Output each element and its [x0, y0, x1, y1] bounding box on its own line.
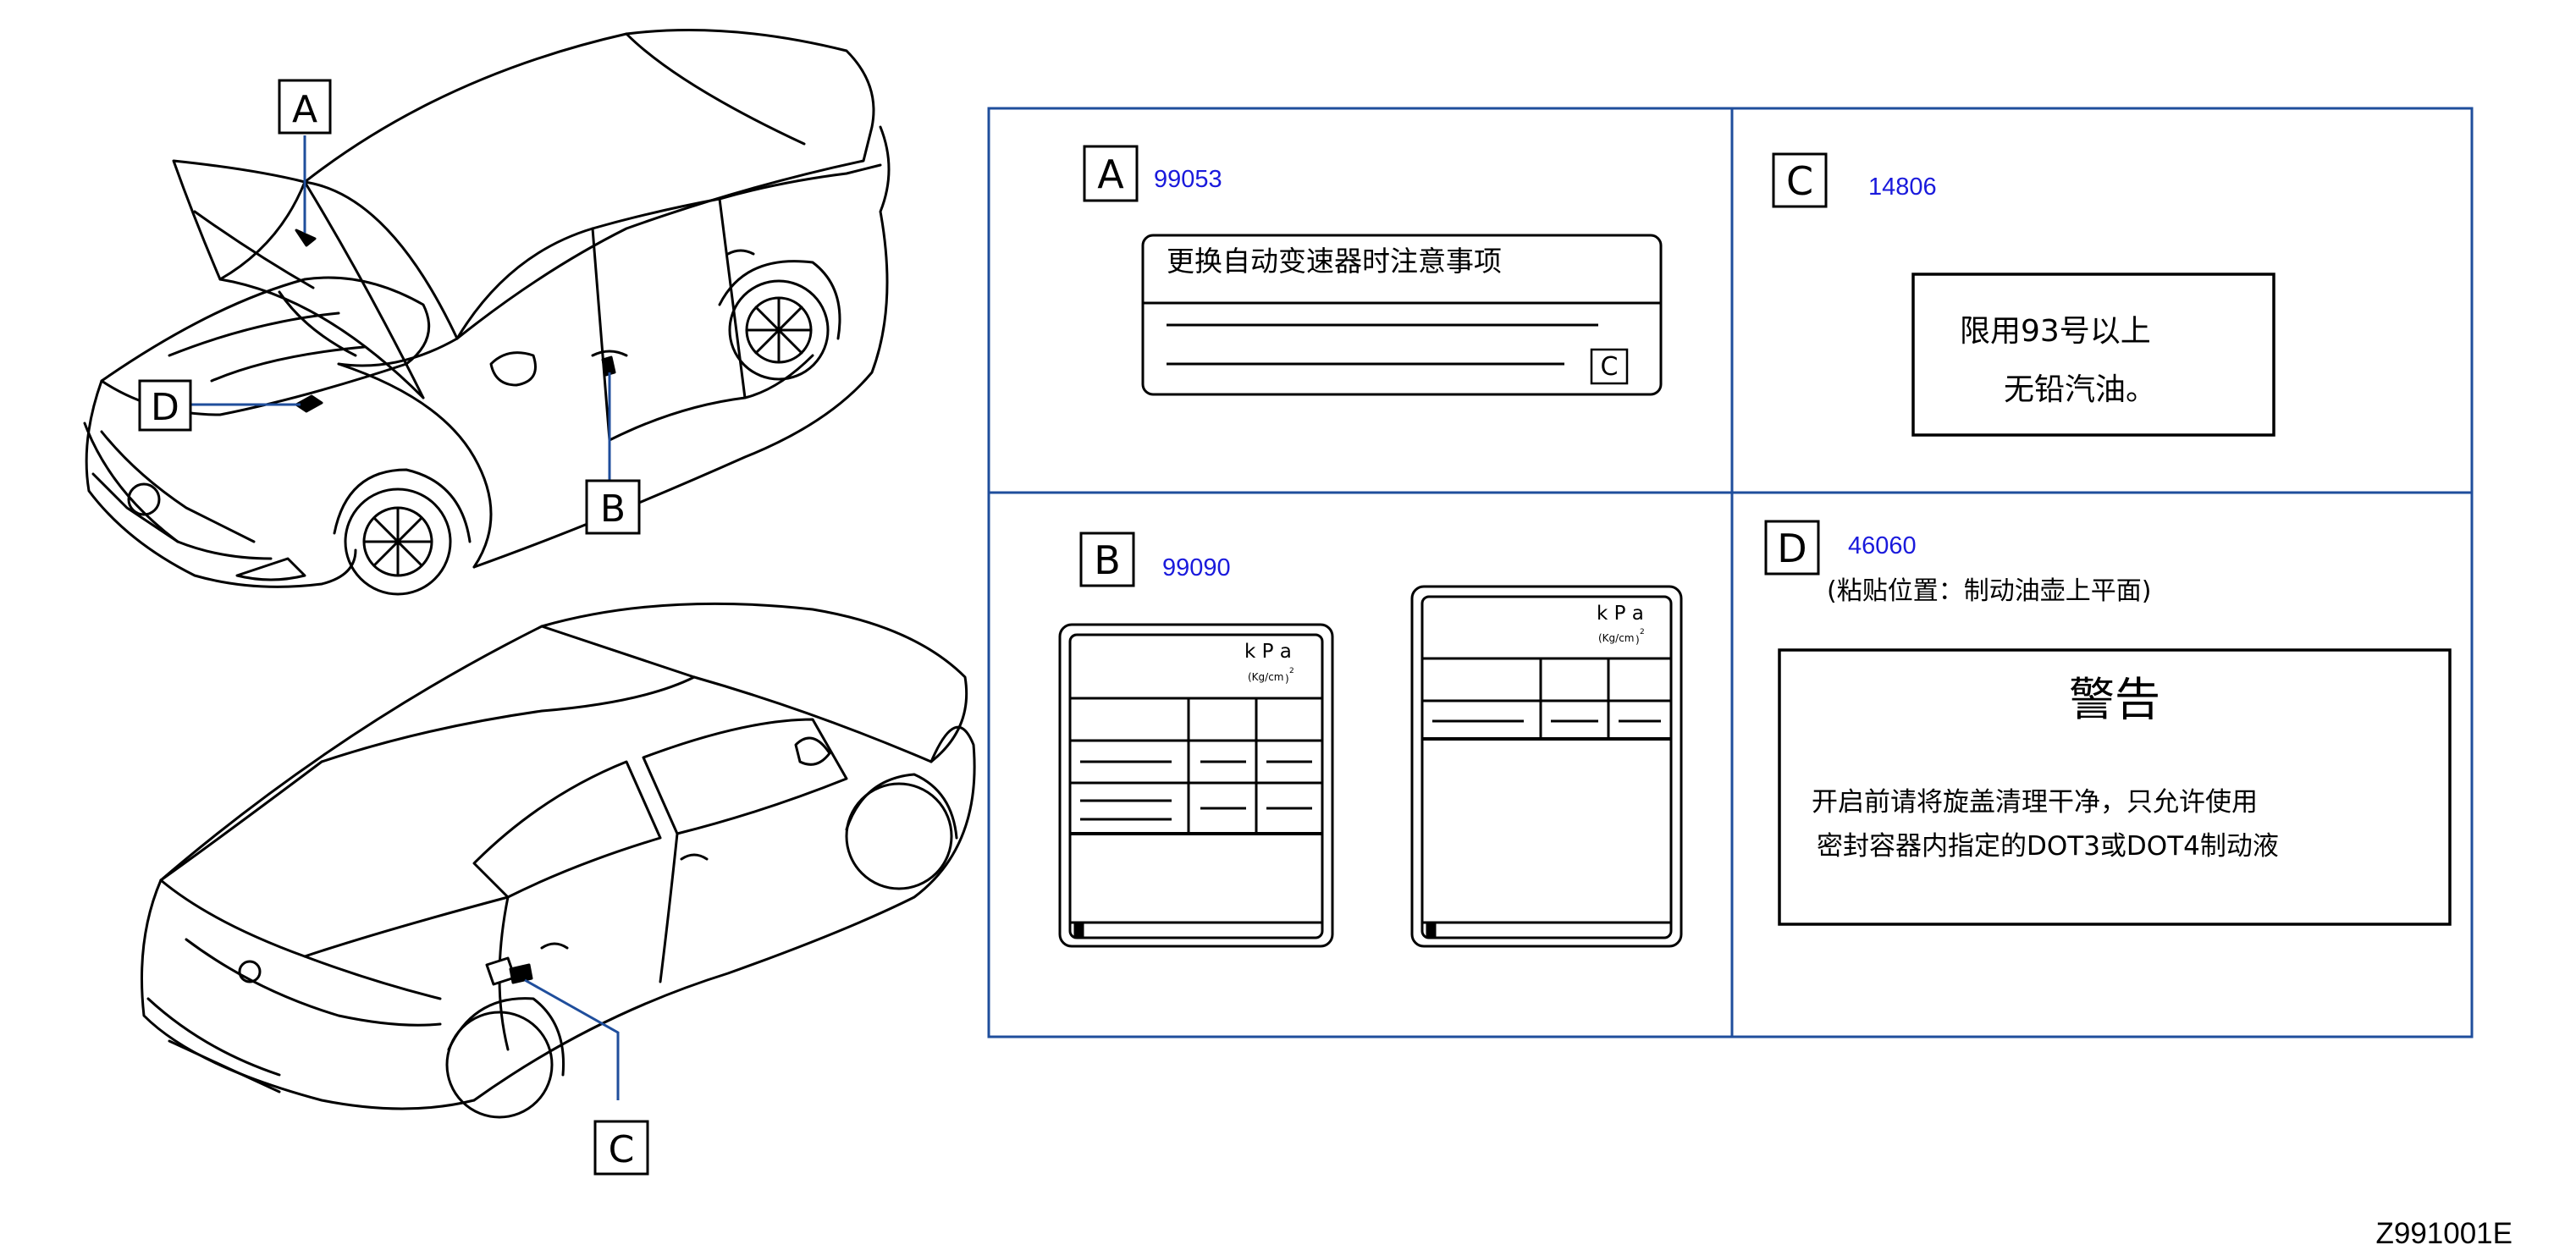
label-b-left-unit-sub: (Kg/cm [1248, 671, 1284, 683]
callout-b-letter: B [600, 488, 626, 531]
label-grid [987, 107, 2474, 1038]
panel-c: C 14806 限用93号以上 无铅汽油。 [1772, 152, 2275, 437]
label-c-line2: 无铅汽油。 [2004, 372, 2156, 407]
panel-d: D 46060 (粘贴位置：制动油壶上平面) 警告 开启前请将旋盖清理干净，只允… [1764, 520, 2452, 926]
panel-b-letter: B [1094, 537, 1121, 583]
car-rear-illustration [141, 602, 976, 1119]
label-b-left-unit-exp: 2 [1289, 667, 1294, 675]
panel-a-letter: A [1097, 151, 1124, 197]
label-b-right-unit-exp: 2 [1640, 628, 1645, 636]
label-b-right-unit-close: ) [1636, 634, 1640, 646]
label-a-title: 更换自动变速器时注意事项 [1167, 245, 1502, 278]
label-d-card [1778, 648, 2452, 926]
car-front-illustration [83, 29, 891, 596]
label-b-card-left [1058, 623, 1334, 948]
label-d-position-note: (粘贴位置：制动油壶上平面) [1827, 576, 2151, 606]
callout-a: A [278, 79, 332, 233]
label-b-card-right [1410, 585, 1683, 948]
callout-c: C [524, 978, 649, 1176]
panel-a: A 99053 更换自动变速器时注意事项 C [1083, 145, 1663, 396]
figure-id: Z991001E [2375, 1217, 2513, 1250]
label-d-line2: 密封容器内指定的DOT3或DOT4制动液 [1817, 831, 2279, 862]
label-b-left-unit: k P a [1244, 641, 1292, 663]
label-a-card [1141, 234, 1663, 396]
callout-d: D [138, 379, 301, 432]
callout-b: B [585, 372, 641, 535]
panel-d-letter: D [1777, 526, 1807, 571]
callout-d-letter: D [151, 386, 179, 429]
panel-d-part-number: 46060 [1848, 532, 1917, 559]
callout-a-letter: A [292, 88, 317, 131]
panel-b: B 99090 k P a (Kg/cm ) 2 [1058, 532, 1683, 948]
panel-b-part-number: 99090 [1162, 554, 1231, 581]
label-d-line1: 开启前请将旋盖清理干净，只允许使用 [1812, 787, 2258, 818]
label-b-right-unit-sub: (Kg/cm [1598, 632, 1635, 644]
label-c-card [1911, 273, 2275, 437]
label-d-heading: 警告 [2069, 673, 2160, 726]
label-a-corner-mark: C [1601, 352, 1619, 382]
label-b-right-unit: k P a [1597, 603, 1644, 625]
label-c-line1: 限用93号以上 [1960, 314, 2151, 349]
panel-a-part-number: 99053 [1154, 166, 1222, 193]
panel-c-part-number: 14806 [1868, 174, 1937, 201]
callout-c-letter: C [609, 1128, 635, 1171]
label-b-left-unit-close: ) [1285, 673, 1289, 685]
panel-c-letter: C [1786, 158, 1813, 204]
